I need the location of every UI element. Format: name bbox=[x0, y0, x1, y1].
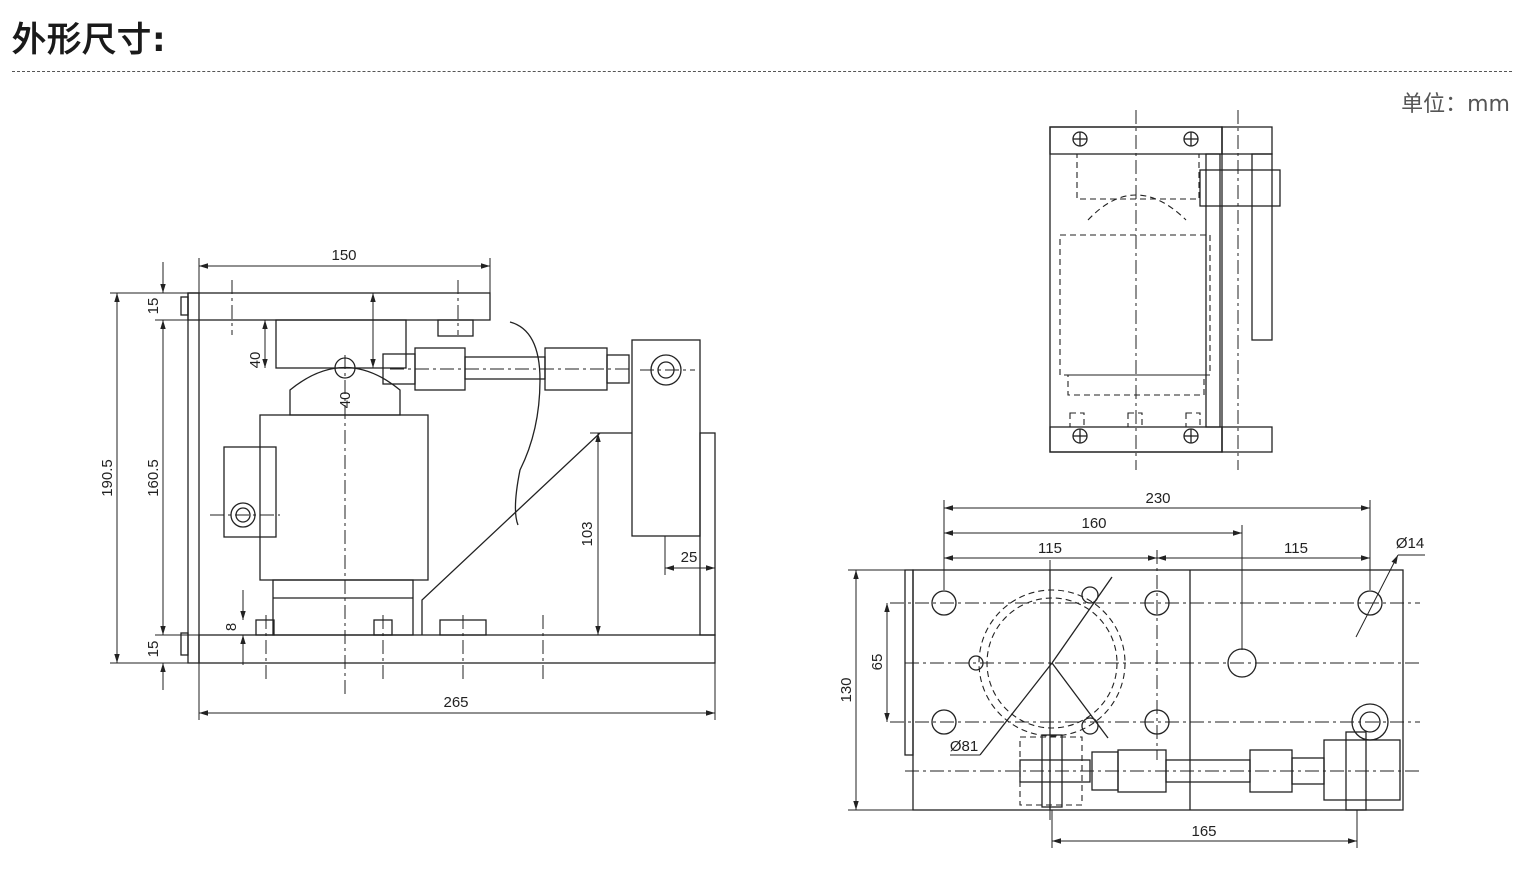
plan-view bbox=[848, 500, 1425, 848]
dim-hole-diameter: Ø14 bbox=[1396, 535, 1424, 552]
mount-hole bbox=[931, 709, 957, 735]
dim-height: 130 bbox=[838, 677, 855, 702]
plan-outline bbox=[912, 569, 1404, 811]
dim-right-span: 115 bbox=[1284, 540, 1308, 557]
load-cell-base bbox=[272, 579, 414, 636]
base-plate bbox=[198, 634, 716, 664]
dim-gap: 8 bbox=[223, 623, 240, 631]
cap-nut bbox=[437, 319, 474, 337]
dim-rod-length: 165 bbox=[1191, 823, 1216, 840]
top-bolt-head bbox=[180, 296, 189, 316]
bracket-upright bbox=[631, 339, 701, 537]
load-cell-body bbox=[259, 414, 429, 581]
dim-cap-height: 40 bbox=[247, 352, 264, 369]
dim-total-width: 230 bbox=[1145, 490, 1170, 507]
page-title: 外形尺寸: bbox=[12, 20, 167, 60]
cap-block bbox=[275, 319, 407, 369]
mount-hole bbox=[931, 590, 957, 616]
junction-box bbox=[223, 446, 277, 538]
side-view bbox=[110, 258, 716, 720]
dim-circle-diameter: Ø81 bbox=[950, 738, 978, 755]
dim-left-span: 115 bbox=[1038, 540, 1062, 557]
load-ball bbox=[289, 366, 401, 416]
vertical-plate bbox=[187, 292, 200, 664]
front-view bbox=[1049, 110, 1281, 470]
dim-hole-spacing: 65 bbox=[869, 654, 886, 671]
top-plate bbox=[187, 292, 491, 321]
dim-ball-height: 40 bbox=[337, 392, 354, 409]
unit-label: 单位：mm bbox=[1401, 92, 1510, 117]
dim-inner-height: 160.5 bbox=[145, 459, 162, 497]
title-divider bbox=[12, 71, 1512, 72]
dim-top-width: 150 bbox=[331, 247, 356, 264]
dim-hole-offset: 160 bbox=[1081, 515, 1106, 532]
dim-plate-top: 15 bbox=[145, 298, 162, 315]
dim-bracket-height: 103 bbox=[579, 521, 596, 546]
bottom-bolt-head bbox=[180, 632, 189, 656]
dim-base-length: 265 bbox=[443, 694, 468, 711]
dim-overall-height: 190.5 bbox=[99, 459, 116, 497]
dim-plate-bottom: 15 bbox=[145, 641, 162, 658]
dim-bracket-offset: 25 bbox=[681, 549, 698, 566]
